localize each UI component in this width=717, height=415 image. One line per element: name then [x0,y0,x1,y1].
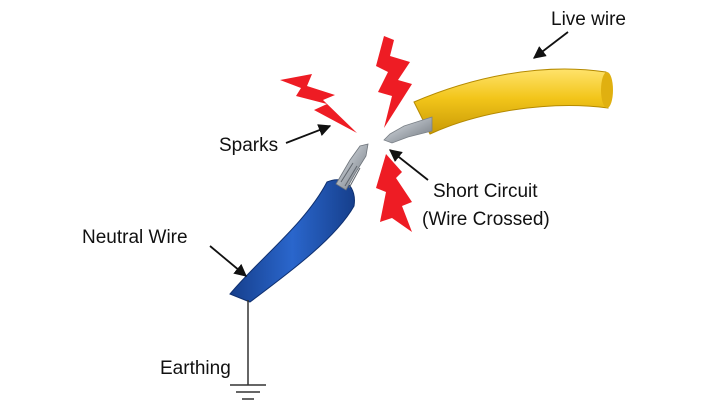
pointer-arrows [209,31,569,277]
live-wire-label: Live wire [551,9,626,30]
spark-bolt [376,154,412,232]
short-circuit-arrow [389,149,429,181]
sparks-label: Sparks [219,135,278,156]
neutral-wire-label: Neutral Wire [82,227,188,248]
live-wire-insulation [413,68,609,135]
earthing-label: Earthing [160,358,231,379]
spark-bolt [280,74,357,133]
sparks-arrow [285,124,332,144]
neutral-wire-arrow [209,245,247,277]
neutral-wire-conductor [335,143,369,191]
live-wire-end-cap [601,72,613,108]
live-wire [383,68,613,144]
neutral-wire [229,143,369,303]
neutral-wire-insulation [229,179,355,303]
short-circuit-label: Short Circuit [433,181,538,202]
spark-bolt [376,36,412,128]
live-wire-conductor [383,116,433,144]
live-wire-arrow [532,31,569,59]
neutral-wire-strands [340,162,361,189]
wire-crossed-label: (Wire Crossed) [422,209,550,230]
earthing-symbol [230,300,266,400]
sparks-group [280,36,412,232]
